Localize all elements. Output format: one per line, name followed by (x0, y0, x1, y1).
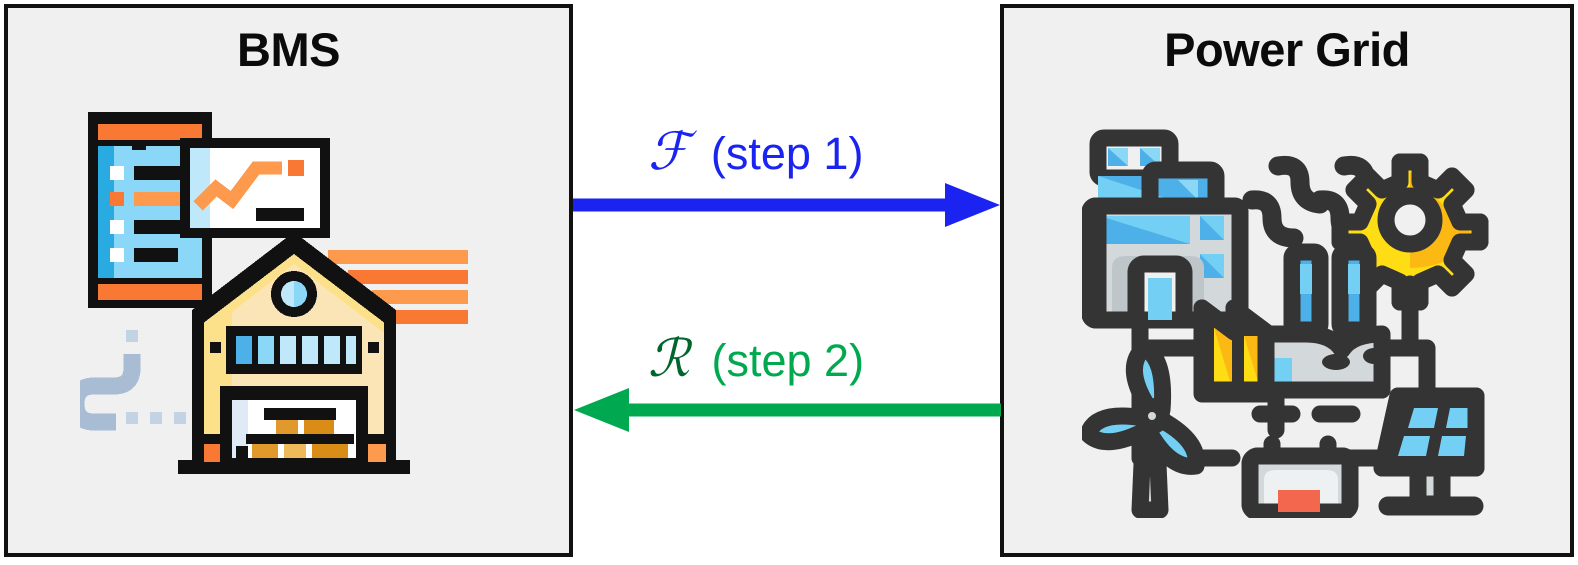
forward-step-text: (step 1) (710, 128, 864, 179)
page-title: BMS (237, 23, 340, 76)
forward-symbol: ℱ (648, 122, 689, 182)
reverse-arrow (574, 388, 1001, 432)
power-grid-panel[interactable]: Power Grid (1000, 4, 1574, 557)
reverse-symbol: ℛ (648, 329, 690, 389)
bms-panel[interactable]: BMS (4, 4, 573, 557)
reverse-arrow-label: ℛ(step 2) (648, 333, 864, 385)
page-title: Power Grid (1164, 23, 1410, 76)
reverse-step-text: (step 2) (711, 335, 865, 386)
forward-arrow (573, 183, 1000, 227)
power-grid-icon (1079, 118, 1492, 523)
bms-dashboard-warehouse-icon (67, 104, 500, 539)
forward-arrow-label: ℱ(step 1) (648, 126, 863, 178)
